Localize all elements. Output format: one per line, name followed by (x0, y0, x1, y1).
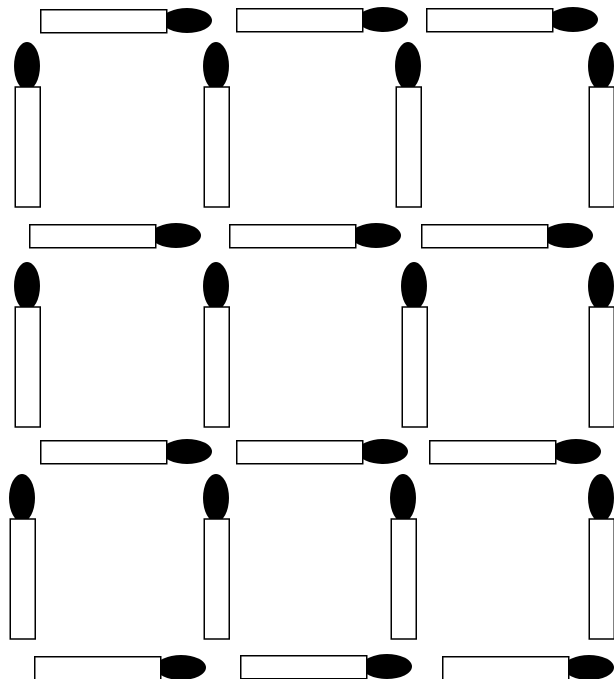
match-head-icon (395, 42, 421, 90)
match-stick-icon (10, 519, 35, 639)
match-stick-icon (41, 10, 167, 33)
match-stick-icon (402, 307, 427, 427)
vertical-match-1 (14, 42, 40, 207)
match-head-icon (162, 8, 212, 33)
match-stick-icon (204, 87, 229, 207)
match-head-icon (203, 42, 229, 90)
horizontal-match-7 (41, 439, 212, 464)
match-head-icon (351, 223, 401, 248)
match-stick-icon (237, 9, 363, 32)
match-head-icon (401, 262, 427, 310)
match-head-icon (162, 439, 212, 464)
vertical-match-2 (203, 42, 229, 207)
vertical-match-8 (588, 262, 614, 427)
match-head-icon (548, 7, 598, 32)
match-stick-icon (443, 657, 569, 679)
match-head-icon (14, 42, 40, 90)
match-stick-icon (15, 307, 40, 427)
match-stick-icon (41, 441, 167, 464)
vertical-match-9 (9, 474, 35, 639)
match-head-icon (551, 439, 601, 464)
vertical-match-3 (395, 42, 421, 207)
match-stick-icon (427, 9, 553, 32)
match-stick-icon (430, 441, 556, 464)
match-head-icon (588, 262, 614, 310)
match-head-icon (9, 474, 35, 522)
vertical-match-5 (14, 262, 40, 427)
match-head-icon (358, 439, 408, 464)
horizontal-match-12 (443, 655, 614, 679)
horizontal-match-8 (237, 439, 408, 464)
horizontal-match-2 (237, 7, 408, 32)
horizontal-match-11 (241, 654, 412, 679)
match-head-icon (203, 474, 229, 522)
vertical-match-10 (203, 474, 229, 639)
match-head-icon (543, 223, 593, 248)
match-head-icon (564, 655, 614, 679)
match-head-icon (151, 223, 201, 248)
match-head-icon (588, 42, 614, 90)
vertical-match-12 (588, 474, 614, 639)
vertical-match-7 (401, 262, 427, 427)
match-head-icon (362, 654, 412, 679)
match-stick-icon (589, 519, 614, 639)
matchsticks-layer (9, 7, 614, 679)
horizontal-match-3 (427, 7, 598, 32)
match-stick-icon (589, 87, 614, 207)
match-stick-icon (230, 225, 356, 248)
match-stick-icon (15, 87, 40, 207)
vertical-match-6 (203, 262, 229, 427)
match-stick-icon (422, 225, 548, 248)
horizontal-match-1 (41, 8, 212, 33)
horizontal-match-9 (430, 439, 601, 464)
match-stick-icon (204, 519, 229, 639)
horizontal-match-5 (230, 223, 401, 248)
match-stick-icon (237, 441, 363, 464)
match-head-icon (203, 262, 229, 310)
horizontal-match-6 (422, 223, 593, 248)
match-stick-icon (391, 519, 416, 639)
match-head-icon (588, 474, 614, 522)
match-head-icon (390, 474, 416, 522)
horizontal-match-4 (30, 223, 201, 248)
match-stick-icon (396, 87, 421, 207)
match-stick-icon (241, 656, 367, 679)
match-stick-icon (589, 307, 614, 427)
match-stick-icon (35, 657, 161, 679)
match-stick-icon (204, 307, 229, 427)
vertical-match-11 (390, 474, 416, 639)
match-head-icon (358, 7, 408, 32)
match-stick-icon (30, 225, 156, 248)
match-head-icon (156, 655, 206, 679)
vertical-match-4 (588, 42, 614, 207)
horizontal-match-10 (35, 655, 206, 679)
match-head-icon (14, 262, 40, 310)
